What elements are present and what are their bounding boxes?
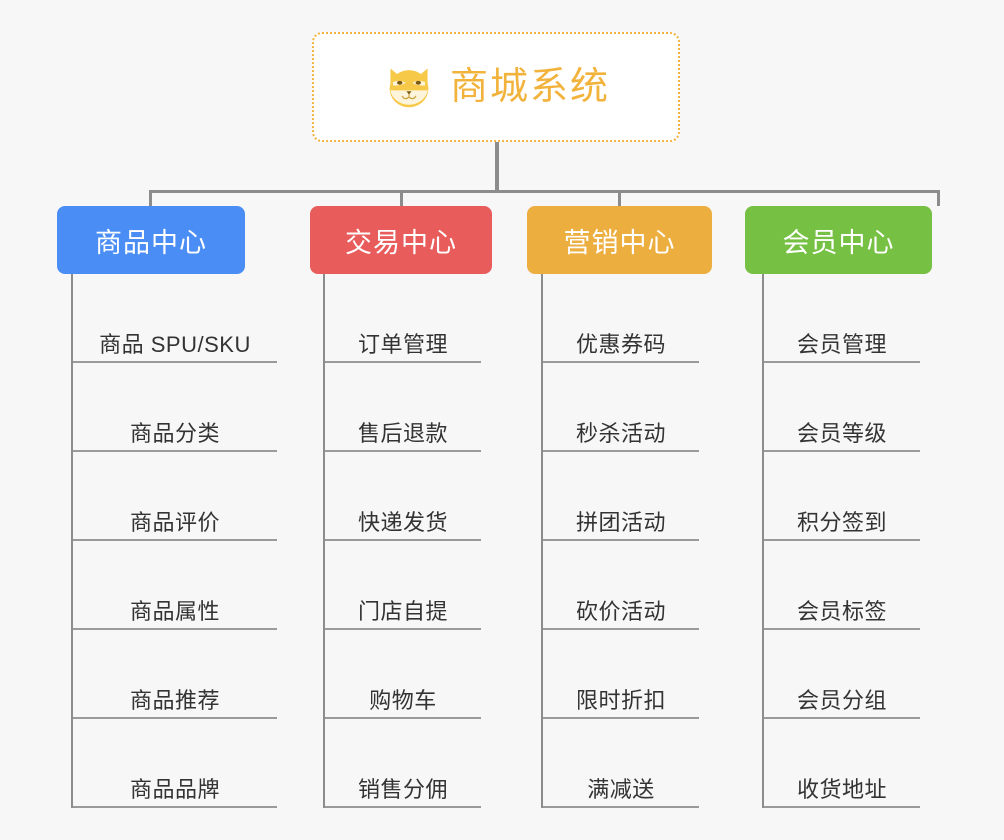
leaf-item[interactable]: 会员分组	[764, 630, 920, 719]
leaf-item[interactable]: 商品属性	[73, 541, 277, 630]
leaf-item[interactable]: 售后退款	[325, 363, 481, 452]
category-label: 营销中心	[563, 227, 676, 258]
category-label: 商品中心	[95, 227, 207, 258]
leaf-label: 会员标签	[796, 598, 887, 624]
connector-drop-marketing	[618, 190, 621, 206]
category-label: 会员中心	[782, 227, 895, 258]
category-box-member-center[interactable]: 会员中心	[745, 206, 932, 274]
leaf-item[interactable]: 满减送	[543, 719, 699, 808]
category-label: 交易中心	[345, 227, 457, 258]
root-title: 商城系统	[449, 66, 610, 108]
shiba-dog-icon	[389, 68, 429, 108]
leaf-label: 会员分组	[796, 687, 887, 713]
category-box-product-center[interactable]: 商品中心	[57, 206, 245, 274]
leaf-label: 拼团活动	[575, 509, 666, 535]
connector-drop-trade	[400, 190, 403, 206]
leaf-label: 商品属性	[129, 598, 220, 624]
leaf-item[interactable]: 商品推荐	[73, 630, 277, 719]
leaf-item[interactable]: 会员标签	[764, 541, 920, 630]
leaf-item[interactable]: 秒杀活动	[543, 363, 699, 452]
leaf-label: 秒杀活动	[575, 420, 666, 446]
leaf-item[interactable]: 商品分类	[73, 363, 277, 452]
leaf-label: 会员等级	[796, 420, 887, 446]
connector-drop-member	[937, 190, 940, 206]
leaf-item[interactable]: 门店自提	[325, 541, 481, 630]
leaf-label: 订单管理	[357, 331, 448, 357]
leaf-label: 限时折扣	[575, 687, 666, 713]
leaf-column-marketing-center: 优惠券码 秒杀活动 拼团活动 砍价活动 限时折扣 满减送	[541, 274, 699, 808]
root-node[interactable]: 商城系统	[312, 32, 680, 142]
leaf-label: 商品分类	[129, 420, 220, 446]
leaf-label: 门店自提	[357, 598, 448, 624]
connector-drop-product	[149, 190, 152, 206]
leaf-label: 收货地址	[796, 776, 887, 802]
leaf-label: 快递发货	[357, 509, 448, 535]
leaf-item[interactable]: 会员管理	[764, 274, 920, 363]
connector-root-stem	[495, 142, 499, 192]
leaf-column-trade-center: 订单管理 售后退款 快递发货 门店自提 购物车 销售分佣	[323, 274, 481, 808]
category-box-marketing-center[interactable]: 营销中心	[527, 206, 712, 274]
leaf-column-member-center: 会员管理 会员等级 积分签到 会员标签 会员分组 收货地址	[762, 274, 920, 808]
leaf-label: 售后退款	[357, 420, 448, 446]
leaf-item[interactable]: 收货地址	[764, 719, 920, 808]
category-box-trade-center[interactable]: 交易中心	[310, 206, 492, 274]
leaf-label: 购物车	[369, 687, 437, 713]
leaf-label: 积分签到	[796, 509, 887, 535]
leaf-label: 满减送	[587, 776, 655, 802]
leaf-item[interactable]: 订单管理	[325, 274, 481, 363]
leaf-label: 商品 SPU/SKU	[99, 331, 251, 357]
leaf-label: 商品评价	[129, 509, 220, 535]
leaf-item[interactable]: 优惠券码	[543, 274, 699, 363]
leaf-item[interactable]: 砍价活动	[543, 541, 699, 630]
leaf-label: 会员管理	[796, 331, 887, 357]
leaf-item[interactable]: 会员等级	[764, 363, 920, 452]
leaf-item[interactable]: 积分签到	[764, 452, 920, 541]
leaf-item[interactable]: 商品品牌	[73, 719, 277, 808]
leaf-item[interactable]: 拼团活动	[543, 452, 699, 541]
leaf-label: 商品品牌	[129, 776, 220, 802]
leaf-item[interactable]: 购物车	[325, 630, 481, 719]
leaf-column-product-center: 商品 SPU/SKU 商品分类 商品评价 商品属性 商品推荐 商品品牌	[71, 274, 277, 808]
leaf-item[interactable]: 快递发货	[325, 452, 481, 541]
leaf-item[interactable]: 销售分佣	[325, 719, 481, 808]
connector-horizontal-bus	[150, 190, 940, 193]
leaf-item[interactable]: 商品评价	[73, 452, 277, 541]
leaf-label: 商品推荐	[129, 687, 220, 713]
leaf-item[interactable]: 商品 SPU/SKU	[73, 274, 277, 363]
leaf-label: 销售分佣	[357, 776, 448, 802]
leaf-label: 优惠券码	[575, 331, 666, 357]
leaf-item[interactable]: 限时折扣	[543, 630, 699, 719]
leaf-label: 砍价活动	[575, 598, 666, 624]
